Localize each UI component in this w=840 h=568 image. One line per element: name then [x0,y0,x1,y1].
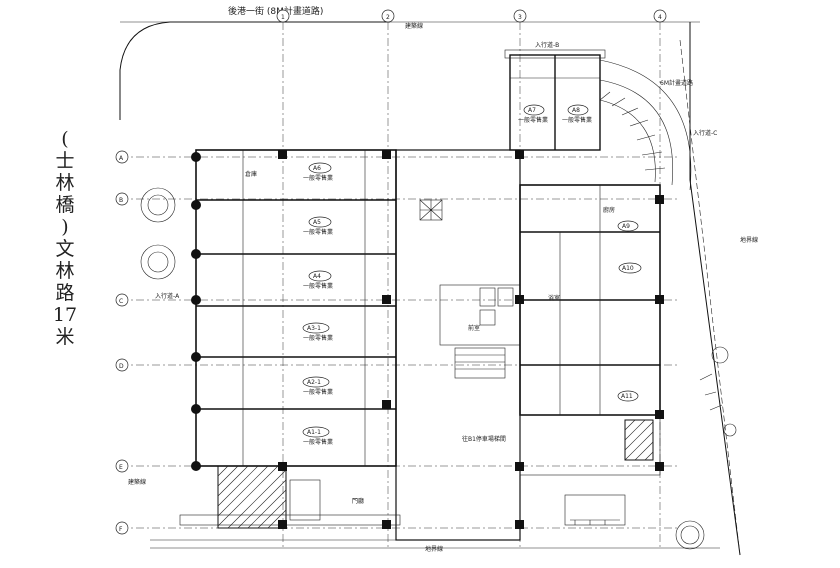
entrance-a-label: 入行道-A [155,292,180,300]
unit-use: 一般零售業 [303,438,333,446]
bath-label: 浴室 [548,294,560,302]
drawing-heading: 後港一街 (8M計畫道路) [228,5,323,17]
unit-id: A6 [313,165,321,172]
unit-a2-1: A2-1 一般零售業 [302,376,333,396]
grid-row-bubbles: A B C D E F [115,150,129,535]
grid-row-c: C [119,298,123,305]
grid-row-a: A [119,155,124,162]
unit-id: A9 [622,223,630,230]
entrance-b-label: 入行道-B [535,41,559,49]
street-name-char: 橋 [55,194,75,216]
unit-a4: A4 一般零售業 [303,270,333,290]
unit-a8: A8 一般零售業 [562,104,592,124]
stair-note-label: 往B1停車場梯間 [462,435,506,443]
plan-linework [119,21,741,556]
unit-id: A8 [572,107,580,114]
anteroom-label: 前室 [468,324,480,332]
grid-col-bubbles: 1 2 3 4 [276,9,667,23]
unit-id: A2-1 [307,379,321,386]
unit-id: A5 [313,219,321,226]
unit-a7: A7 一般零售業 [518,104,548,124]
entrance-c-label: 入行道-C [693,129,717,137]
street-name-char: 林 [55,172,75,194]
unit-a5: A5 一般零售業 [303,216,333,236]
street-name-char: 林 [55,260,75,282]
unit-id: A10 [622,265,634,272]
unit-tags: A6 一般零售業 A5 一般零售業 A4 一般零售業 A3-1 一般零售業 A2… [302,104,642,446]
kitchen-label: 廚房 [603,206,615,214]
unit-use: 一般零售業 [303,388,333,396]
grid-col-1: 1 [281,14,285,21]
street-name-char: ( [61,128,69,150]
street-name-char: 路 [55,282,75,304]
street-name-char: ) [61,216,69,238]
boundary-right-label: 地界線 [740,236,758,244]
unit-a6: A6 一般零售業 [303,162,333,182]
unit-a3-1: A3-1 一般零售業 [302,322,333,342]
road-note-label: 6M計畫道路 [660,79,693,87]
grid-row-d: D [119,363,124,370]
unit-id: A11 [621,393,633,400]
grid-row-e: E [119,464,123,471]
grid-row-f: F [119,526,123,533]
street-name-char: 文 [55,238,75,260]
unit-a1-1: A1-1 一般零售業 [302,426,333,446]
grid-col-3: 3 [518,14,522,21]
boundary-bottom-label: 地界線 [425,545,443,553]
grid-row-b: B [119,197,123,204]
unit-use: 一般零售業 [562,116,592,124]
unit-use: 一般零售業 [518,116,548,124]
street-name-char: 士 [55,150,75,172]
unit-id: A4 [313,273,321,280]
street-name-char: 17 [52,304,78,326]
unit-use: 一般零售業 [303,174,333,182]
grid-col-2: 2 [386,14,390,21]
building-line-top-label: 建築線 [405,22,423,30]
unit-use: 一般零售業 [303,228,333,236]
unit-id: A3-1 [307,325,321,332]
unit-use: 一般零售業 [303,282,333,290]
unit-id: A1-1 [307,429,321,436]
building-line-left-label: 建築線 [128,478,146,486]
unit-id: A7 [528,107,536,114]
unit-a11: A11 [617,390,639,402]
unit-use: 一般零售業 [303,334,333,342]
gate-label: 門廳 [352,497,364,505]
unit-a9: A9 [617,220,639,232]
unit-a10: A10 [618,262,642,274]
annotations: 建築線 建築線 地界線 地界線 入行道-A 入行道-B 入行道-C 門廳 倉庫 … [128,22,758,553]
street-name-char: 米 [55,326,75,348]
storage-label: 倉庫 [245,170,257,178]
grid-col-4: 4 [658,14,662,21]
